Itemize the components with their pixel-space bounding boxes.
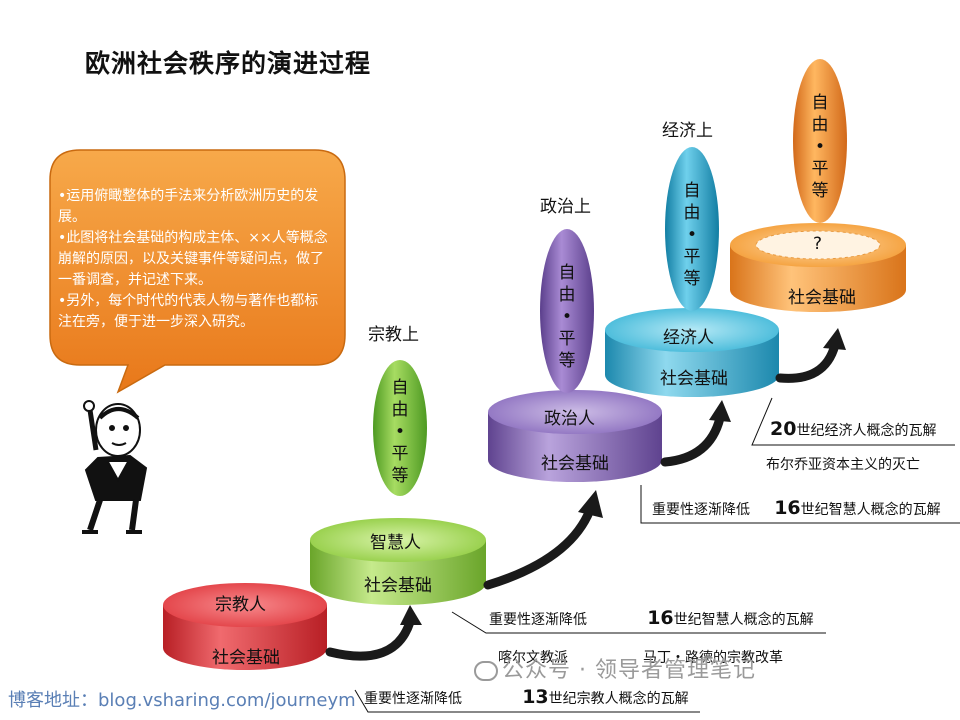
oval-char: 平 [390,443,410,465]
annotation-16c-upper: 重要性逐渐降低 16世纪智慧人概念的瓦解 [652,497,941,519]
oval-char: 等 [390,465,410,487]
annotation-century: 16 [647,607,673,629]
annotation-event: 世纪经济人概念的瓦解 [796,423,936,439]
oval-text-top: 自 由 • 平 等 [810,92,830,202]
annotation-decline: 重要性逐渐降低 [364,691,462,707]
oval-heading-economic: 经济上 [662,116,713,141]
bubble-line: •此图将社会基础的构成主体、××人等概念崩解的原因，以及关键事件等疑问点，做了一… [58,228,330,291]
oval-text-economic: 自 由 • 平 等 [682,180,702,290]
oval-char: 等 [682,268,702,290]
subject-label-political: 政治人 [544,404,595,429]
base-label-economic: 社会基础 [660,364,728,389]
watermark-text: 公众号 · 领导者管理笔记 [502,658,756,683]
annotation-century: 13 [522,686,548,708]
oval-char: 由 [557,284,577,306]
subject-label-wisdom: 智慧人 [370,528,421,553]
arrowhead-1 [400,605,422,625]
oval-char: 等 [810,180,830,202]
base-label-political: 社会基础 [541,449,609,474]
oval-char: 由 [390,399,410,421]
oval-char: 自 [682,180,702,202]
bubble-line: •另外，每个时代的代表人物与著作也都标注在旁，便于进一步深入研究。 [58,291,330,333]
page-title: 欧洲社会秩序的演进过程 [85,44,371,80]
oval-heading-political: 政治上 [540,192,591,217]
oval-char: • [390,421,410,443]
annotation-16c-lower: 重要性逐渐降低 16世纪智慧人概念的瓦解 [489,607,814,629]
arrow-4 [780,345,835,378]
subject-label-economic: 经济人 [663,323,714,348]
annotation-13c: 重要性逐渐降低 13世纪宗教人概念的瓦解 [364,686,689,708]
arrow-1 [330,622,410,656]
base-label-wisdom: 社会基础 [364,571,432,596]
wechat-icon [474,661,498,681]
oval-char: • [682,224,702,246]
bubble-text: •运用俯瞰整体的手法来分析欧洲历史的发展。 •此图将社会基础的构成主体、××人等… [58,186,330,333]
oval-char: 由 [682,202,702,224]
base-label-future: 社会基础 [788,283,856,308]
bubble-line: •运用俯瞰整体的手法来分析欧洲历史的发展。 [58,186,330,228]
oval-char: 等 [557,350,577,372]
arrowhead-2 [578,490,603,518]
annotation-decline: 重要性逐渐降低 [652,502,750,518]
annotation-sub: 布尔乔亚资本主义的灭亡 [766,454,920,474]
blog-url[interactable]: 博客地址：blog.vsharing.com/journeym [8,686,356,712]
oval-char: 自 [390,377,410,399]
oval-text-political: 自 由 • 平 等 [557,262,577,372]
oval-char: 平 [557,328,577,350]
annotation-century: 20 [770,418,796,440]
subject-label-future: ? [813,234,822,254]
arrowhead-4 [823,328,846,350]
oval-char: 自 [810,92,830,114]
oval-heading-religious: 宗教上 [368,320,419,345]
arrow-3 [665,418,720,462]
annotation-20c: 20世纪经济人概念的瓦解 [770,418,936,440]
annotation-decline: 重要性逐渐降低 [489,612,587,628]
subject-label-religious: 宗教人 [215,590,266,615]
base-label-religious: 社会基础 [212,643,280,668]
wechat-watermark: 公众号 · 领导者管理笔记 [474,652,756,684]
annotation-event: 世纪智慧人概念的瓦解 [801,502,941,518]
annotation-century: 16 [774,497,800,519]
annotation-event: 世纪宗教人概念的瓦解 [549,691,689,707]
oval-text-religious: 自 由 • 平 等 [390,377,410,487]
annotation-event: 世纪智慧人概念的瓦解 [674,612,814,628]
oval-char: 由 [810,114,830,136]
oval-char: 自 [557,262,577,284]
oval-char: • [557,306,577,328]
arrowhead-3 [709,400,731,422]
oval-char: • [810,136,830,158]
thinker-figure-icon [82,401,146,532]
oval-char: 平 [682,246,702,268]
arrow-2 [488,510,590,585]
oval-char: 平 [810,158,830,180]
